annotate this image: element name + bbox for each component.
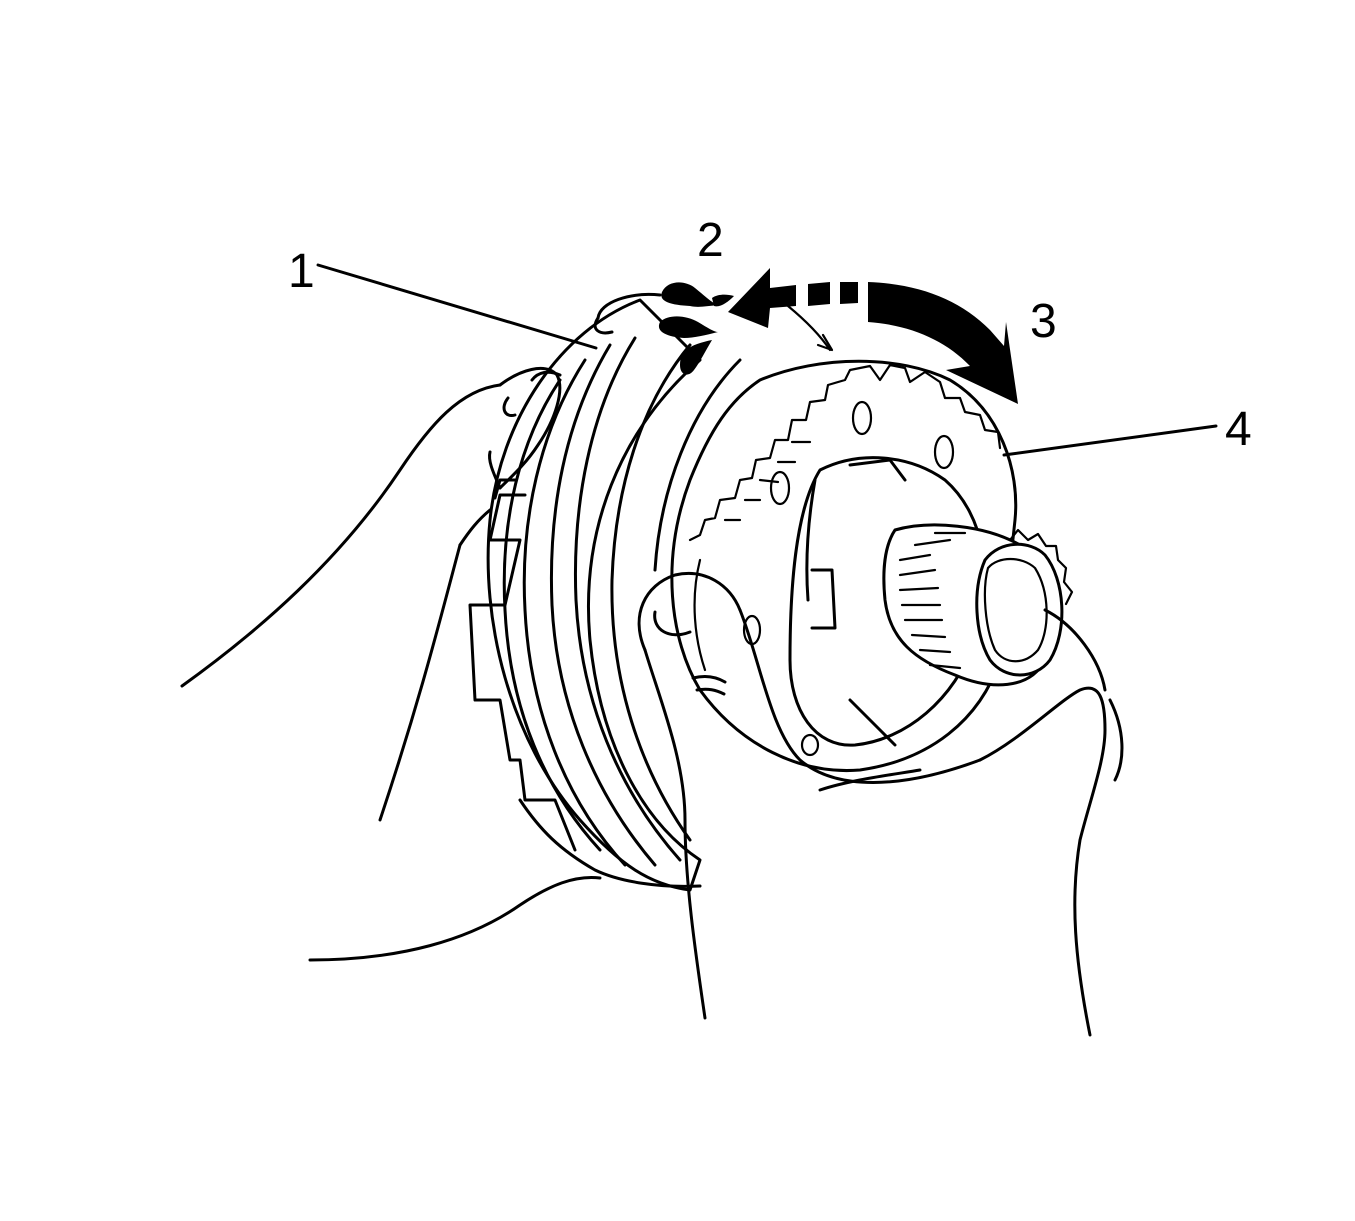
lubrication-drops-icon [658,282,734,375]
clutch-housing-icon [468,292,742,892]
callout-3: 3 [1030,295,1057,348]
callout-4: 4 [1225,403,1252,456]
hand-left-icon [180,366,602,962]
rotation-arrow-icon [728,268,1018,404]
leader-line-4 [1002,424,1218,457]
hand-right-icon [637,572,1124,1037]
gear-icon [670,359,1074,773]
callout-1: 1 [288,245,315,298]
leader-lines [316,263,1218,457]
leader-line-1 [316,263,598,350]
callout-2: 2 [697,214,724,267]
